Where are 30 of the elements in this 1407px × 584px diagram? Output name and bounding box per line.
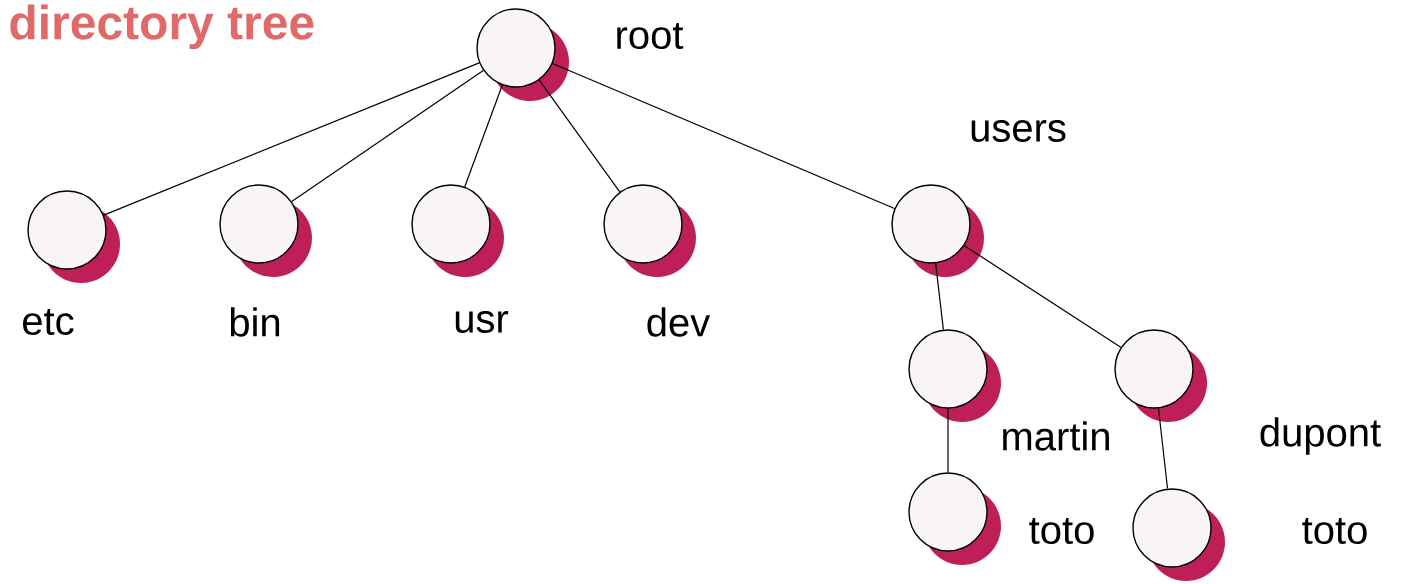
folder-circle <box>908 329 1001 422</box>
connector-line <box>935 262 944 331</box>
connector-line <box>291 69 484 203</box>
folder-circle <box>411 184 504 277</box>
folder-name: root <box>617 22 684 50</box>
folder-circle <box>603 184 696 277</box>
folder-name: etc <box>23 308 74 336</box>
folder-circle <box>27 190 120 283</box>
folder-circle <box>908 472 1001 565</box>
connector-line <box>103 62 480 216</box>
connector-line <box>538 79 621 193</box>
folder-circle <box>891 184 984 277</box>
folder-circle <box>1132 488 1225 581</box>
connector-line <box>1157 407 1169 490</box>
folder-name: martin <box>1003 421 1109 451</box>
connector-line <box>963 245 1122 348</box>
connector-line <box>551 62 896 210</box>
connector-line <box>464 84 503 188</box>
connector-line <box>947 408 949 473</box>
folder-circle <box>1114 329 1207 422</box>
folder-name: toto <box>1029 517 1094 545</box>
folder-name: bin <box>230 307 280 337</box>
folder-name: toto <box>1302 517 1367 545</box>
folder-circle <box>476 8 569 101</box>
title: directory tree <box>10 4 314 50</box>
folder-name: dev <box>647 307 711 337</box>
folder-name: dupont <box>1260 417 1381 455</box>
folder-name: usr <box>455 311 509 333</box>
folder-name: users <box>971 120 1066 142</box>
folder-circle <box>219 184 312 277</box>
